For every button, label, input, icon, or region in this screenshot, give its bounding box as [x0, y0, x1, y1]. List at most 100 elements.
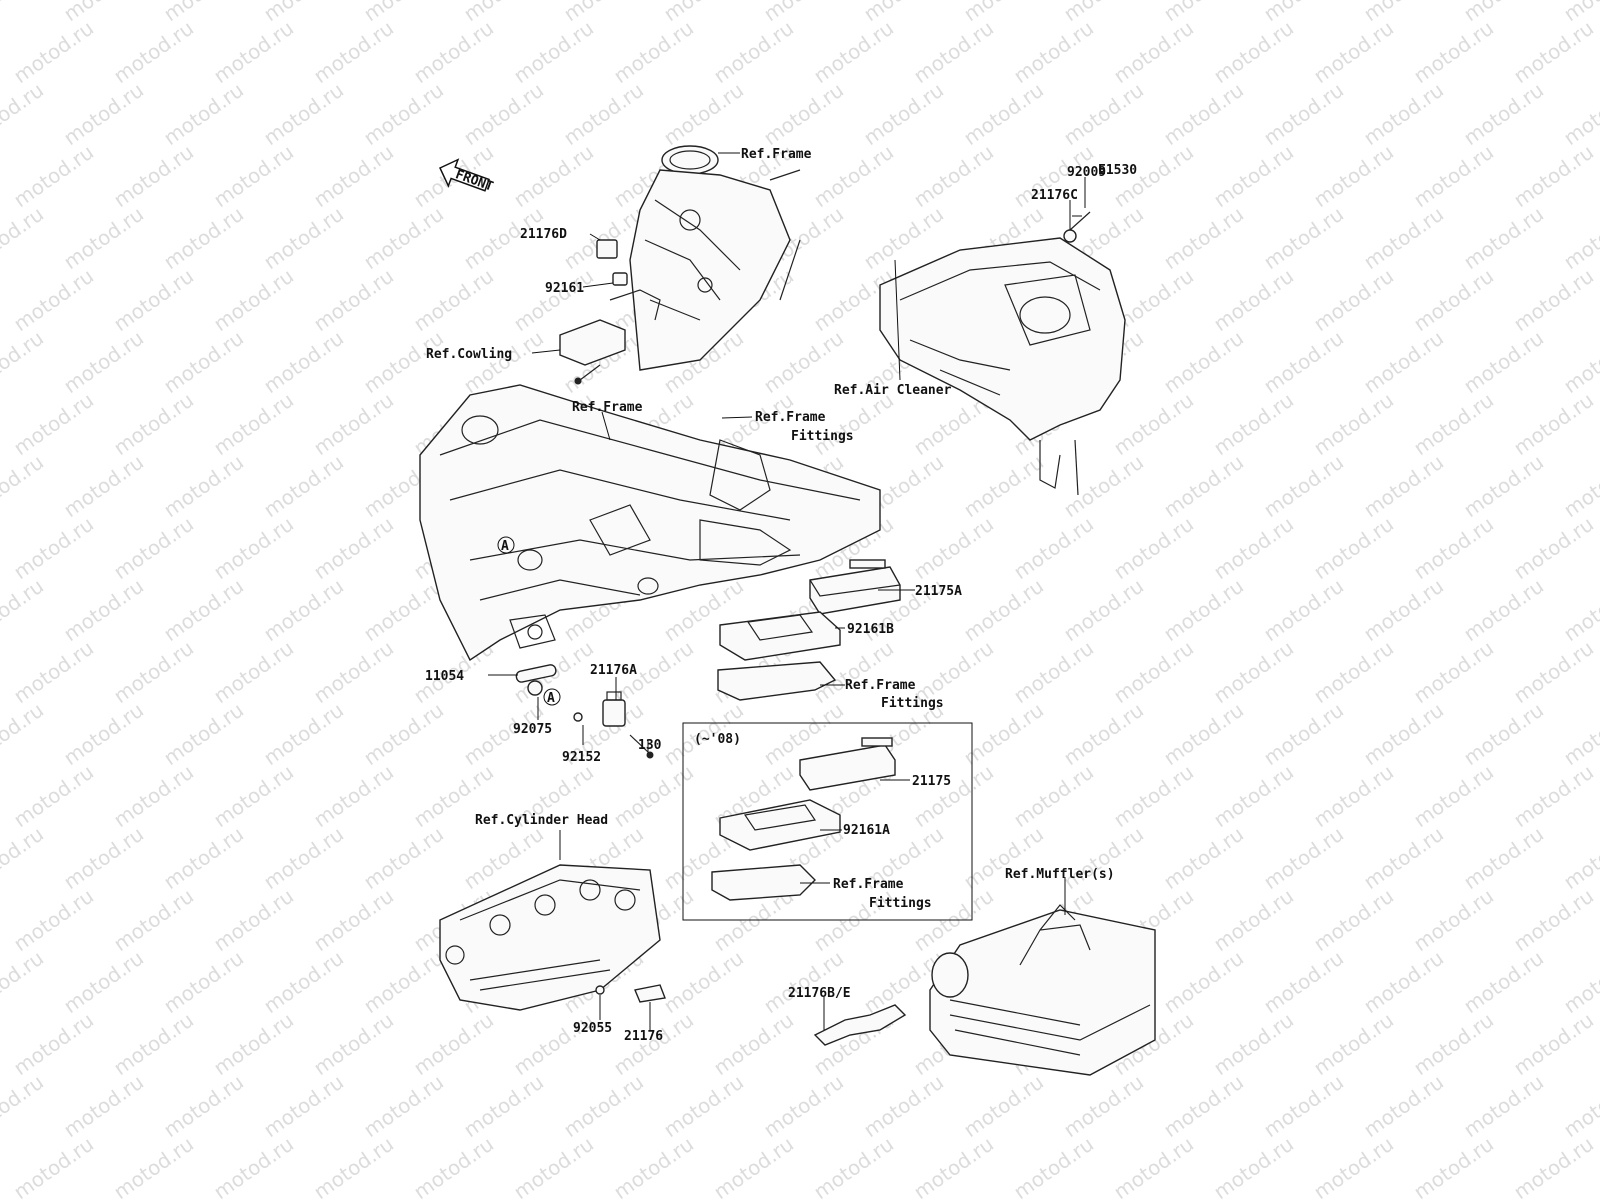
watermark-text: motod.ru	[1109, 636, 1198, 708]
watermark-text: motod.ru	[59, 574, 148, 646]
watermark-text: motod.ru	[1309, 760, 1398, 832]
leader-lines	[488, 152, 1086, 1030]
watermark-text: motod.ru	[1559, 326, 1600, 398]
part-92161-label: 92161	[545, 281, 584, 296]
ref-frame-mid-label: Ref.Frame	[572, 400, 643, 415]
watermark-text: motod.ru	[1359, 946, 1448, 1018]
watermark-text: motod.ru	[9, 1008, 98, 1080]
part-92161B-label: 92161B	[847, 622, 894, 637]
ecu-mount-92161B-drawing	[719, 611, 841, 661]
watermark-text: motod.ru	[1459, 450, 1548, 522]
watermark-text: motod.ru	[559, 0, 648, 26]
watermark-text: motod.ru	[759, 0, 848, 26]
watermark-text: motod.ru	[1509, 140, 1598, 212]
watermark-text: motod.ru	[1459, 202, 1548, 274]
watermark-text: motod.ru	[109, 636, 198, 708]
watermark-text: motod.ru	[259, 574, 348, 646]
watermark-text: motod.ru	[109, 140, 198, 212]
watermark-text: motod.ru	[1509, 884, 1598, 956]
part-labels: Ref.Frame 92009 21176C 21176D 92161 Ref.…	[425, 147, 1115, 1044]
watermark-text: motod.ru	[1559, 822, 1600, 894]
watermark-text: motod.ru	[59, 78, 148, 150]
watermark-text: motod.ru	[209, 884, 298, 956]
watermark-text: motod.ru	[859, 1070, 948, 1142]
watermark-text: motod.ru	[359, 574, 448, 646]
watermark-text: motod.ru	[1209, 140, 1298, 212]
watermark-text: motod.ru	[309, 16, 398, 88]
watermark-text: motod.ru	[1459, 698, 1548, 770]
part-21175A-label: 21175A	[915, 584, 962, 599]
watermark-text: motod.ru	[9, 760, 98, 832]
watermark-text: motod.ru	[1509, 760, 1598, 832]
watermark-text: motod.ru	[309, 884, 398, 956]
watermark-text: motod.ru	[1359, 78, 1448, 150]
watermark-text: motod.ru	[1059, 78, 1148, 150]
watermark-text: motod.ru	[409, 1008, 498, 1080]
watermark-text: motod.ru	[9, 636, 98, 708]
watermark-text: motod.ru	[509, 1008, 598, 1080]
watermark-text: motod.ru	[1409, 264, 1498, 336]
watermark-text: motod.ru	[1109, 760, 1198, 832]
watermark-text: motod.ru	[359, 0, 448, 26]
watermark-text: motod.ru	[0, 574, 48, 646]
watermark-text: motod.ru	[1159, 1070, 1248, 1142]
watermark-text: motod.ru	[1309, 140, 1398, 212]
watermark-text: motod.ru	[259, 450, 348, 522]
watermark-text: motod.ru	[1459, 946, 1548, 1018]
part-92075-label: 92075	[513, 722, 552, 737]
watermark-text: motod.ru	[309, 636, 398, 708]
watermark-text: motod.ru	[1259, 574, 1348, 646]
watermark-text: motod.ru	[1359, 1070, 1448, 1142]
watermark-text: motod.ru	[0, 202, 48, 274]
watermark-text: motod.ru	[1459, 326, 1548, 398]
watermark-text: motod.ru	[1359, 202, 1448, 274]
watermark-text: motod.ru	[309, 264, 398, 336]
watermark-text: motod.ru	[159, 946, 248, 1018]
watermark-text: motod.ru	[1309, 512, 1398, 584]
watermark-text: motod.ru	[1359, 698, 1448, 770]
watermark-text: motod.ru	[159, 0, 248, 26]
watermark-text: motod.ru	[959, 0, 1048, 26]
watermark-text: motod.ru	[59, 822, 148, 894]
watermark-text: motod.ru	[1309, 884, 1398, 956]
watermark-text: motod.ru	[959, 450, 1048, 522]
watermark-text: motod.ru	[109, 264, 198, 336]
watermark-text: motod.ru	[359, 698, 448, 770]
watermark-text: motod.ru	[109, 884, 198, 956]
watermark-text: motod.ru	[1309, 1132, 1398, 1200]
watermark-text: motod.ru	[9, 884, 98, 956]
watermark-text: motod.ru	[259, 0, 348, 26]
ref-cylinder-head-label: Ref.Cylinder Head	[475, 813, 608, 828]
watermark-text: motod.ru	[1209, 16, 1298, 88]
watermark-text: motod.ru	[1359, 450, 1448, 522]
sensor-21176A-drawing	[527, 680, 654, 759]
watermark-text: motod.ru	[1209, 760, 1298, 832]
watermark-text: motod.ru	[1109, 388, 1198, 460]
callout-a-label: A	[547, 691, 555, 706]
callout-a-bolt: A	[543, 688, 561, 706]
watermark-text: motod.ru	[109, 512, 198, 584]
watermark-text: motod.ru	[1459, 574, 1548, 646]
watermark-text: motod.ru	[1309, 388, 1398, 460]
watermark-text: motod.ru	[1509, 388, 1598, 460]
watermark-text: motod.ru	[259, 946, 348, 1018]
callout-a-label: A	[501, 539, 509, 554]
watermark-text: motod.ru	[1559, 78, 1600, 150]
watermark-text: motod.ru	[1259, 78, 1348, 150]
watermark-text: motod.ru	[1409, 512, 1498, 584]
watermark-text: motod.ru	[1559, 946, 1600, 1018]
ref-frame-fittings-1-label: Ref.Frame	[755, 410, 826, 425]
watermark-text: motod.ru	[1059, 0, 1148, 26]
watermark-text: motod.ru	[1109, 512, 1198, 584]
watermark-text: motod.ru	[759, 1070, 848, 1142]
watermark-text: motod.ru	[1309, 16, 1398, 88]
watermark-text: motod.ru	[359, 78, 448, 150]
part-21176-label: 21176	[624, 1029, 663, 1044]
watermark-text: motod.ru	[809, 1132, 898, 1200]
watermark-text: motod.ru	[209, 1008, 298, 1080]
ref-cowling-label: Ref.Cowling	[426, 347, 512, 362]
main-frame-drawing	[419, 384, 881, 662]
watermark-text: motod.ru	[509, 1132, 598, 1200]
watermark-text: motod.ru	[59, 450, 148, 522]
